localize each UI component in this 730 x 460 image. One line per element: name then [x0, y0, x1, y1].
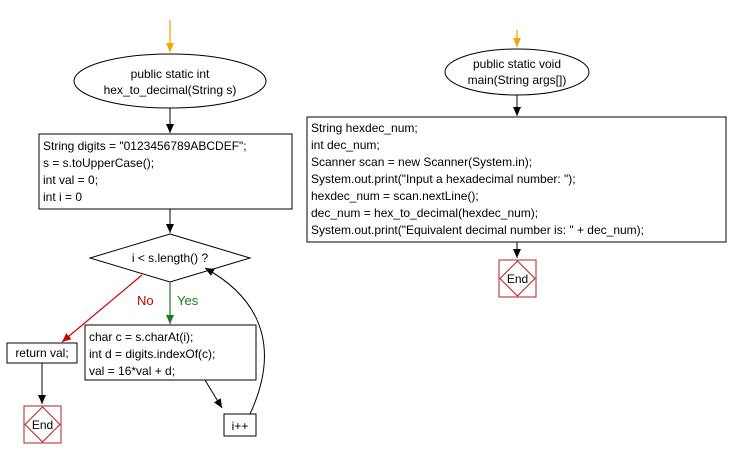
main-end-node: End	[498, 259, 537, 298]
func-signature-node: public static int hex_to_decimal(String …	[73, 53, 267, 109]
main-line: System.out.print("Input a hexadecimal nu…	[311, 172, 576, 186]
increment-text: i++	[232, 419, 249, 433]
func-signature-line1: public static int	[131, 67, 210, 81]
main-signature-node: public static void main(String args[])	[444, 48, 590, 96]
main-signature-line1: public static void	[473, 57, 561, 71]
loop-back-arrow	[204, 267, 265, 415]
func-signature-line2: hex_to_decimal(String s)	[104, 83, 237, 97]
init-line: s = s.toUpperCase();	[43, 156, 154, 170]
init-line: int val = 0;	[43, 173, 98, 187]
init-line: int i = 0	[43, 190, 82, 204]
func-end-node: End	[23, 405, 62, 444]
arrow-to-increment	[204, 379, 223, 409]
main-line: hexdec_num = scan.nextLine();	[311, 189, 479, 203]
main-line: Scanner scan = new Scanner(System.in);	[311, 155, 532, 169]
init-line: String digits = "0123456789ABCDEF";	[43, 139, 247, 153]
yes-label: Yes	[177, 293, 199, 308]
return-text: return val;	[15, 346, 68, 360]
loop-condition-diamond: i < s.length() ?	[88, 233, 252, 283]
body-line: int d = digits.indexOf(c);	[89, 347, 215, 361]
increment-block: i++	[223, 413, 257, 437]
no-branch-arrow	[61, 274, 143, 343]
loop-body-block: char c = s.charAt(i); int d = digits.ind…	[84, 324, 257, 381]
return-block: return val;	[6, 342, 78, 364]
main-line: System.out.print("Equivalent decimal num…	[311, 223, 644, 237]
body-line: val = 16*val + d;	[89, 364, 175, 378]
body-line: char c = s.charAt(i);	[89, 330, 193, 344]
main-line: int dec_num;	[311, 138, 380, 152]
func-init-block: String digits = "0123456789ABCDEF"; s = …	[38, 133, 293, 210]
main-body-block: String hexdec_num; int dec_num; Scanner …	[306, 116, 727, 243]
main-line: String hexdec_num;	[311, 121, 418, 135]
condition-text: i < s.length() ?	[132, 251, 209, 265]
main-line: dec_num = hex_to_decimal(hexdec_num);	[311, 206, 538, 220]
main-signature-line2: main(String args[])	[468, 73, 567, 87]
func-end-label: End	[32, 418, 53, 432]
main-end-label: End	[507, 272, 528, 286]
no-label: No	[137, 293, 154, 308]
